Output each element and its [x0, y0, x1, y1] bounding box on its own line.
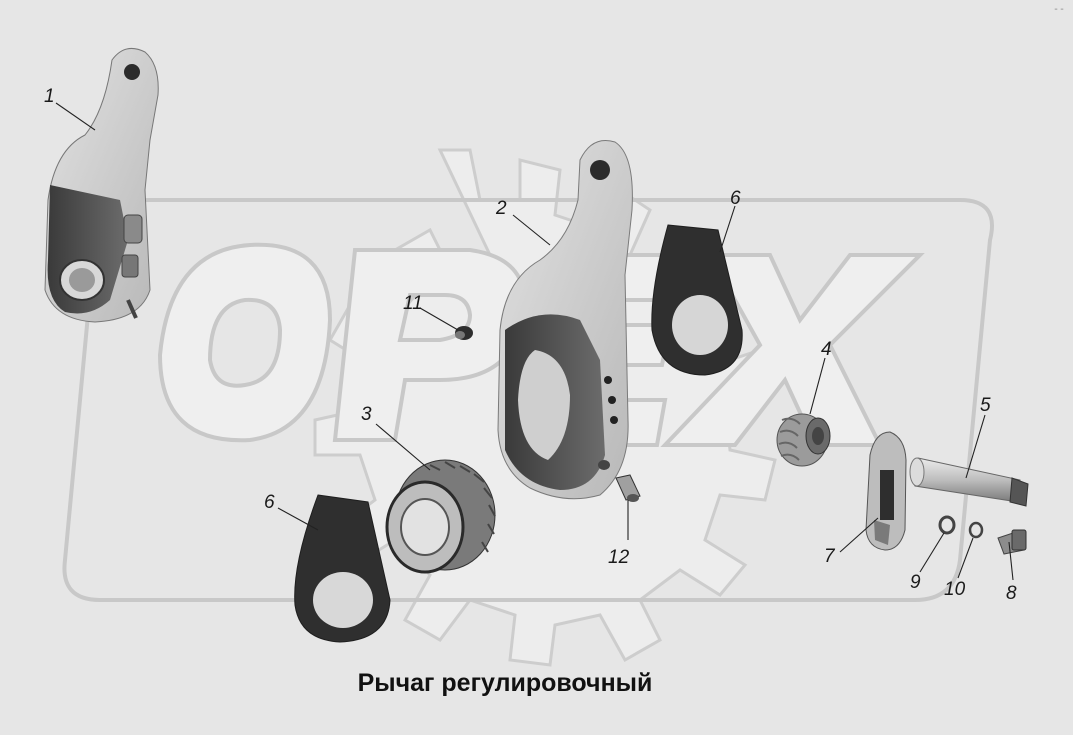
callout-6-lower: 6 — [264, 492, 275, 513]
callout-7: 7 — [824, 546, 836, 567]
callout-11: 11 — [403, 293, 423, 314]
callout-10: 10 — [944, 579, 966, 600]
part-9-washer — [938, 515, 956, 535]
leader-2 — [512, 214, 551, 246]
callout-5: 5 — [980, 395, 991, 416]
part-5-worm-shaft — [909, 457, 1029, 507]
diagram-caption: Рычаг регулировочный — [357, 669, 653, 697]
leader-5 — [965, 414, 986, 479]
part-7-lock-plate — [865, 431, 907, 551]
leader-4 — [809, 357, 826, 415]
leader-6b — [277, 507, 319, 531]
callout-12: 12 — [608, 547, 630, 568]
part-6-cover-plate-upper — [651, 224, 743, 376]
part-11-plug — [455, 326, 473, 340]
leader-1 — [55, 102, 96, 131]
part-3-worm-gear — [385, 459, 496, 574]
callout-8: 8 — [1006, 583, 1017, 604]
callout-3: 3 — [361, 404, 372, 425]
callout-1: 1 — [44, 86, 55, 107]
callout-2: 2 — [495, 198, 507, 219]
leader-11 — [419, 307, 459, 331]
leader-10 — [957, 537, 974, 579]
leader-6a — [719, 205, 736, 253]
leader-3 — [375, 423, 431, 471]
callout-4: 4 — [821, 339, 832, 360]
leader-8 — [1008, 541, 1014, 581]
part-8-bolt — [997, 529, 1027, 555]
callout-6-upper: 6 — [730, 188, 741, 209]
part-4-worm — [776, 413, 831, 467]
callouts: 1 2 3 4 5 6 6 7 8 9 10 11 12 — [44, 86, 1017, 604]
part-12-grease-fitting — [615, 474, 641, 502]
corner-mark: -- — [1052, 4, 1065, 15]
part-2-lever-body — [497, 140, 633, 500]
leader-7 — [839, 517, 879, 553]
callout-9: 9 — [910, 572, 921, 593]
part-6-cover-plate-lower — [294, 494, 391, 643]
part-10-spring-washer — [968, 521, 984, 539]
part-1-adjusting-lever — [44, 47, 159, 323]
leader-9 — [919, 532, 945, 573]
